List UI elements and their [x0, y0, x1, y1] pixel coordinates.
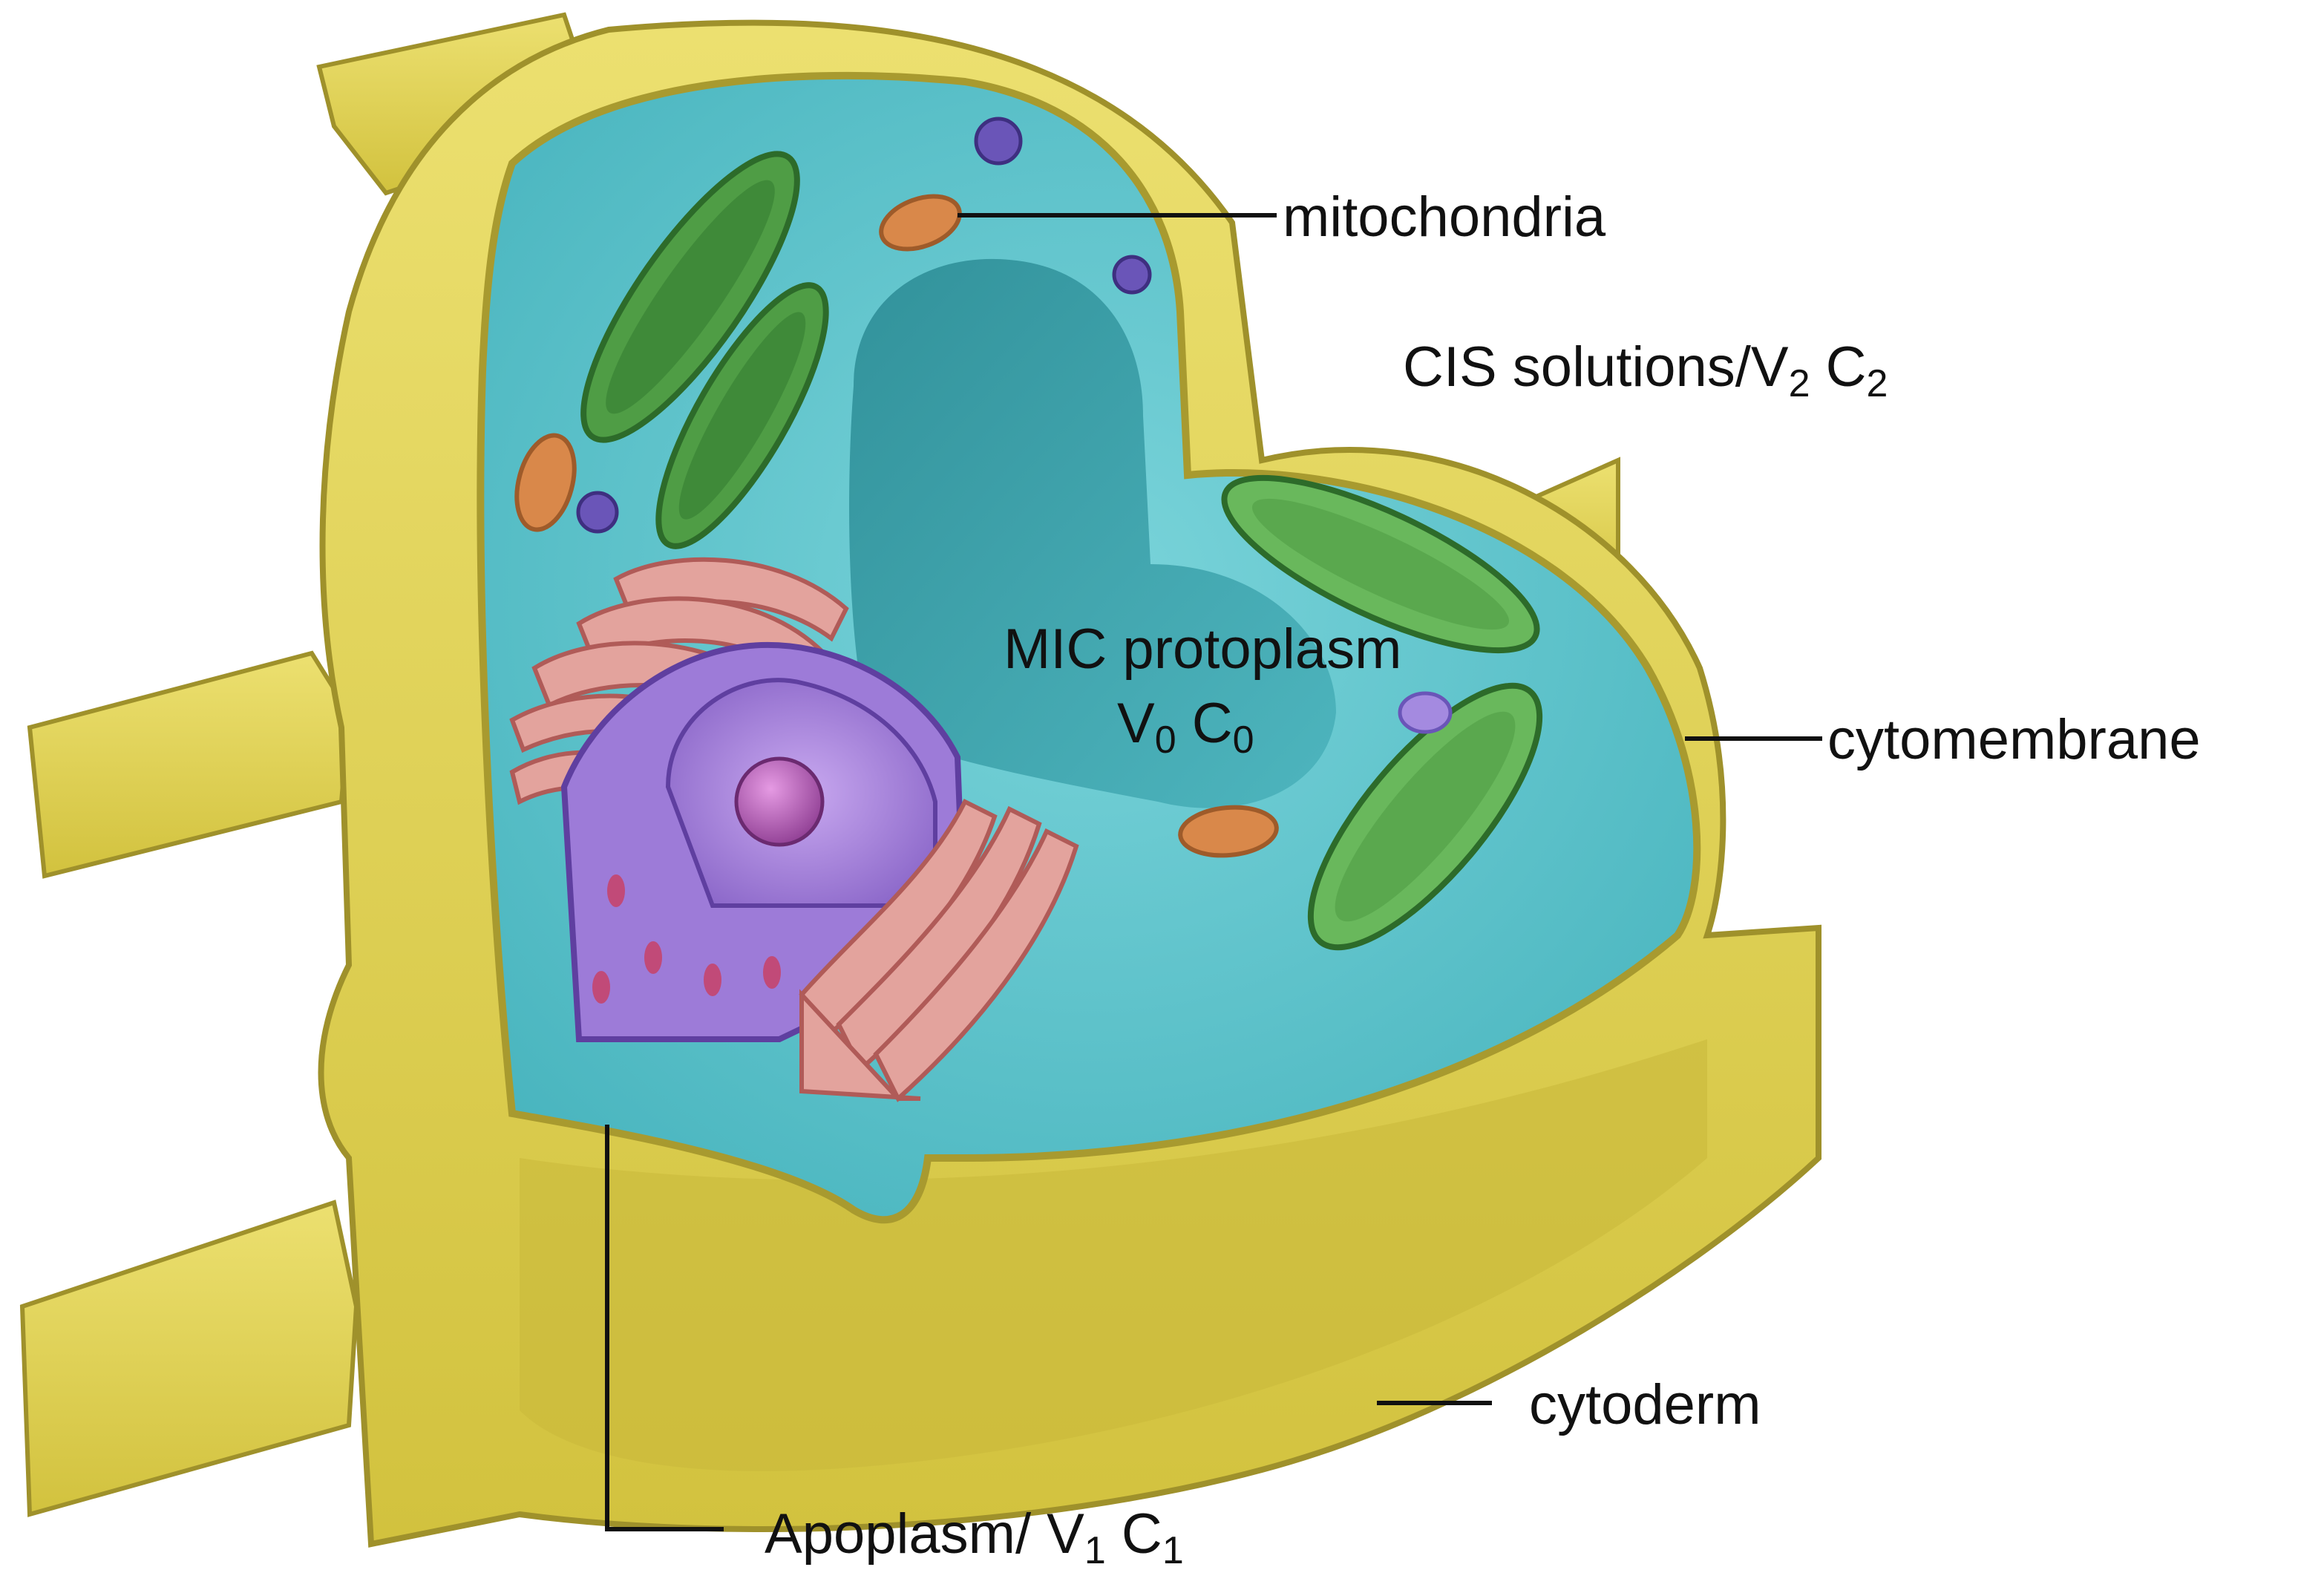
label-cis-solutions: CIS solutions/V2 C2: [1403, 336, 1888, 405]
rough-er: [799, 798, 1079, 1102]
vacuole-body: [849, 258, 1336, 808]
cell-wall-arm-left: [27, 650, 352, 879]
label-mitochondria: mitochondria: [1283, 186, 1606, 249]
mitochondrion-2: [514, 433, 577, 532]
chloroplasts: [580, 151, 1543, 951]
chloroplast-4: [1307, 682, 1543, 951]
label-mic-protoplasm-vars: V0 C0: [1117, 692, 1254, 762]
leader-apoplasm: [605, 1125, 724, 1531]
leader-lines: [605, 213, 1822, 1531]
chloroplast-1: [580, 151, 800, 443]
chloroplast-2: [655, 282, 829, 549]
vacuole: [849, 258, 1336, 808]
mitochondrion-1: [879, 194, 962, 252]
mitochondria-organelles: [514, 194, 1279, 858]
label-mic-protoplasm: MIC protoplasm: [1004, 618, 1401, 681]
vesicles: [576, 117, 1453, 734]
mitochondrion-3: [1178, 805, 1279, 858]
cell-wall-arm-bottom-left: [19, 1200, 359, 1517]
label-apoplasm: Apoplasm/ V1 C1: [765, 1502, 1184, 1572]
chloroplast-3: [1221, 474, 1540, 654]
nucleolus: [734, 756, 825, 847]
label-cytomembrane: cytomembrane: [1827, 708, 2201, 771]
cell-wall-shadow: [520, 1039, 1707, 1471]
label-cytoderm: cytoderm: [1529, 1373, 1761, 1436]
